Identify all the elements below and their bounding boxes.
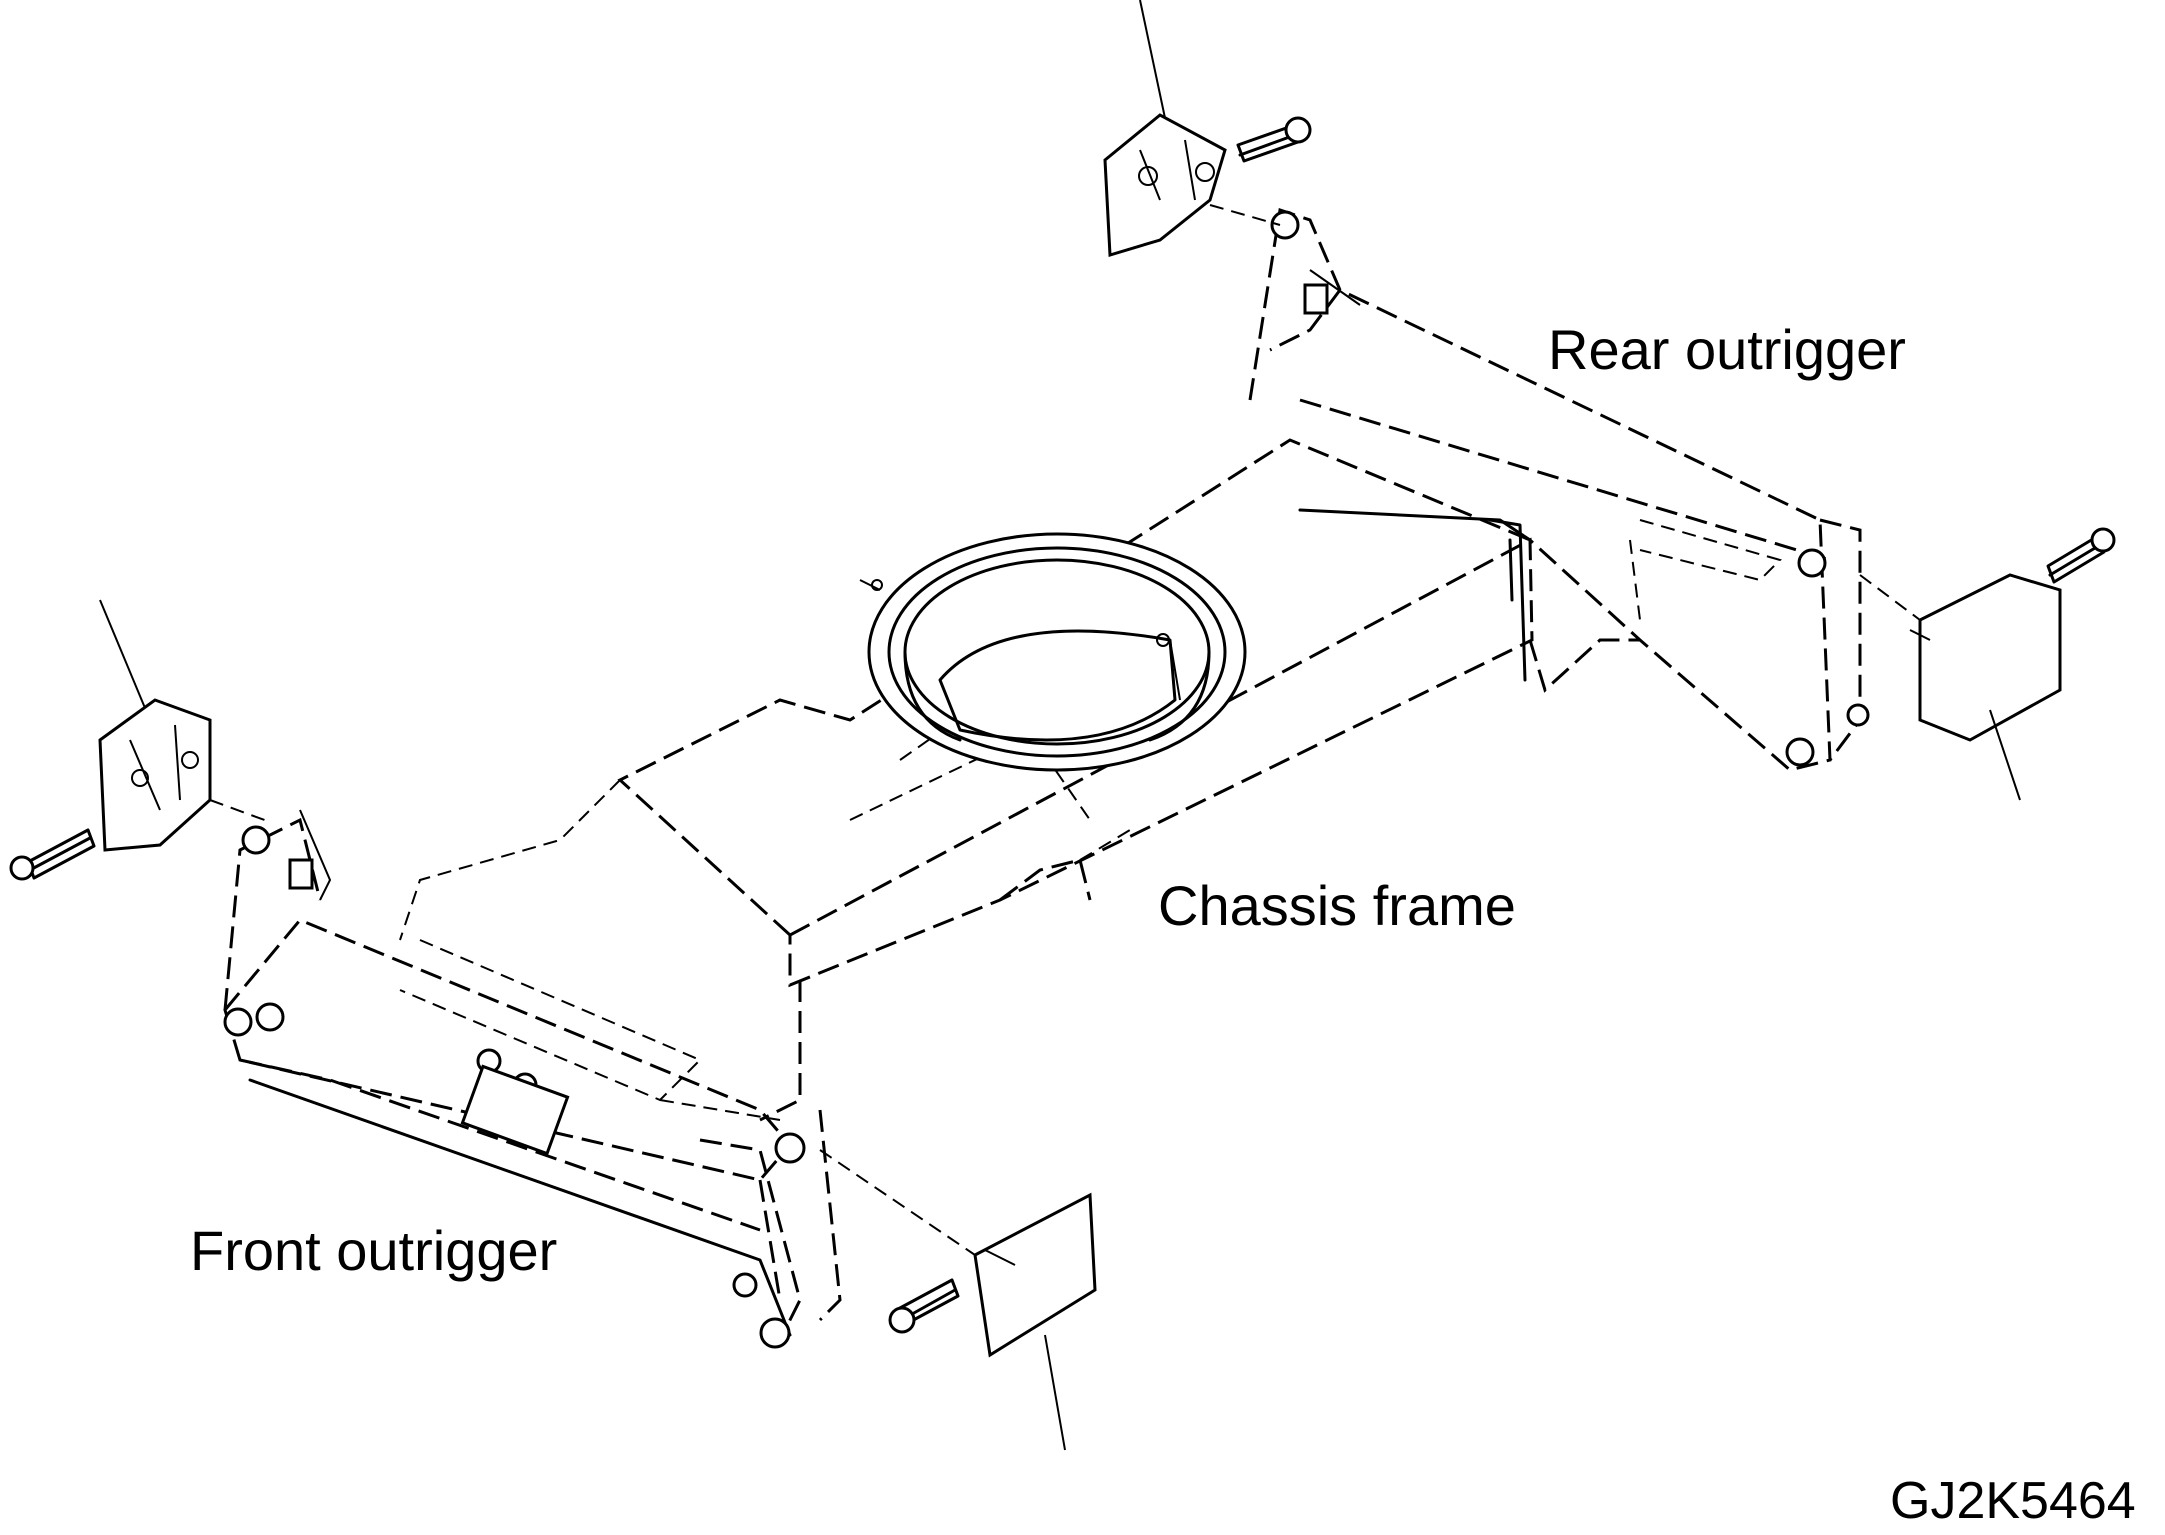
chassis-frame-label: Chassis frame [1158,874,1516,937]
pads-and-pins [9,0,2116,1451]
front-outrigger-label: Front outrigger [190,1219,558,1282]
drawing-code: GJ2K5464 [1890,1472,2136,1530]
front-outrigger [223,809,842,1349]
slewing-ring [859,532,1247,772]
rear-outrigger-label: Rear outrigger [1548,318,1906,381]
rear-outrigger [1248,208,1870,772]
